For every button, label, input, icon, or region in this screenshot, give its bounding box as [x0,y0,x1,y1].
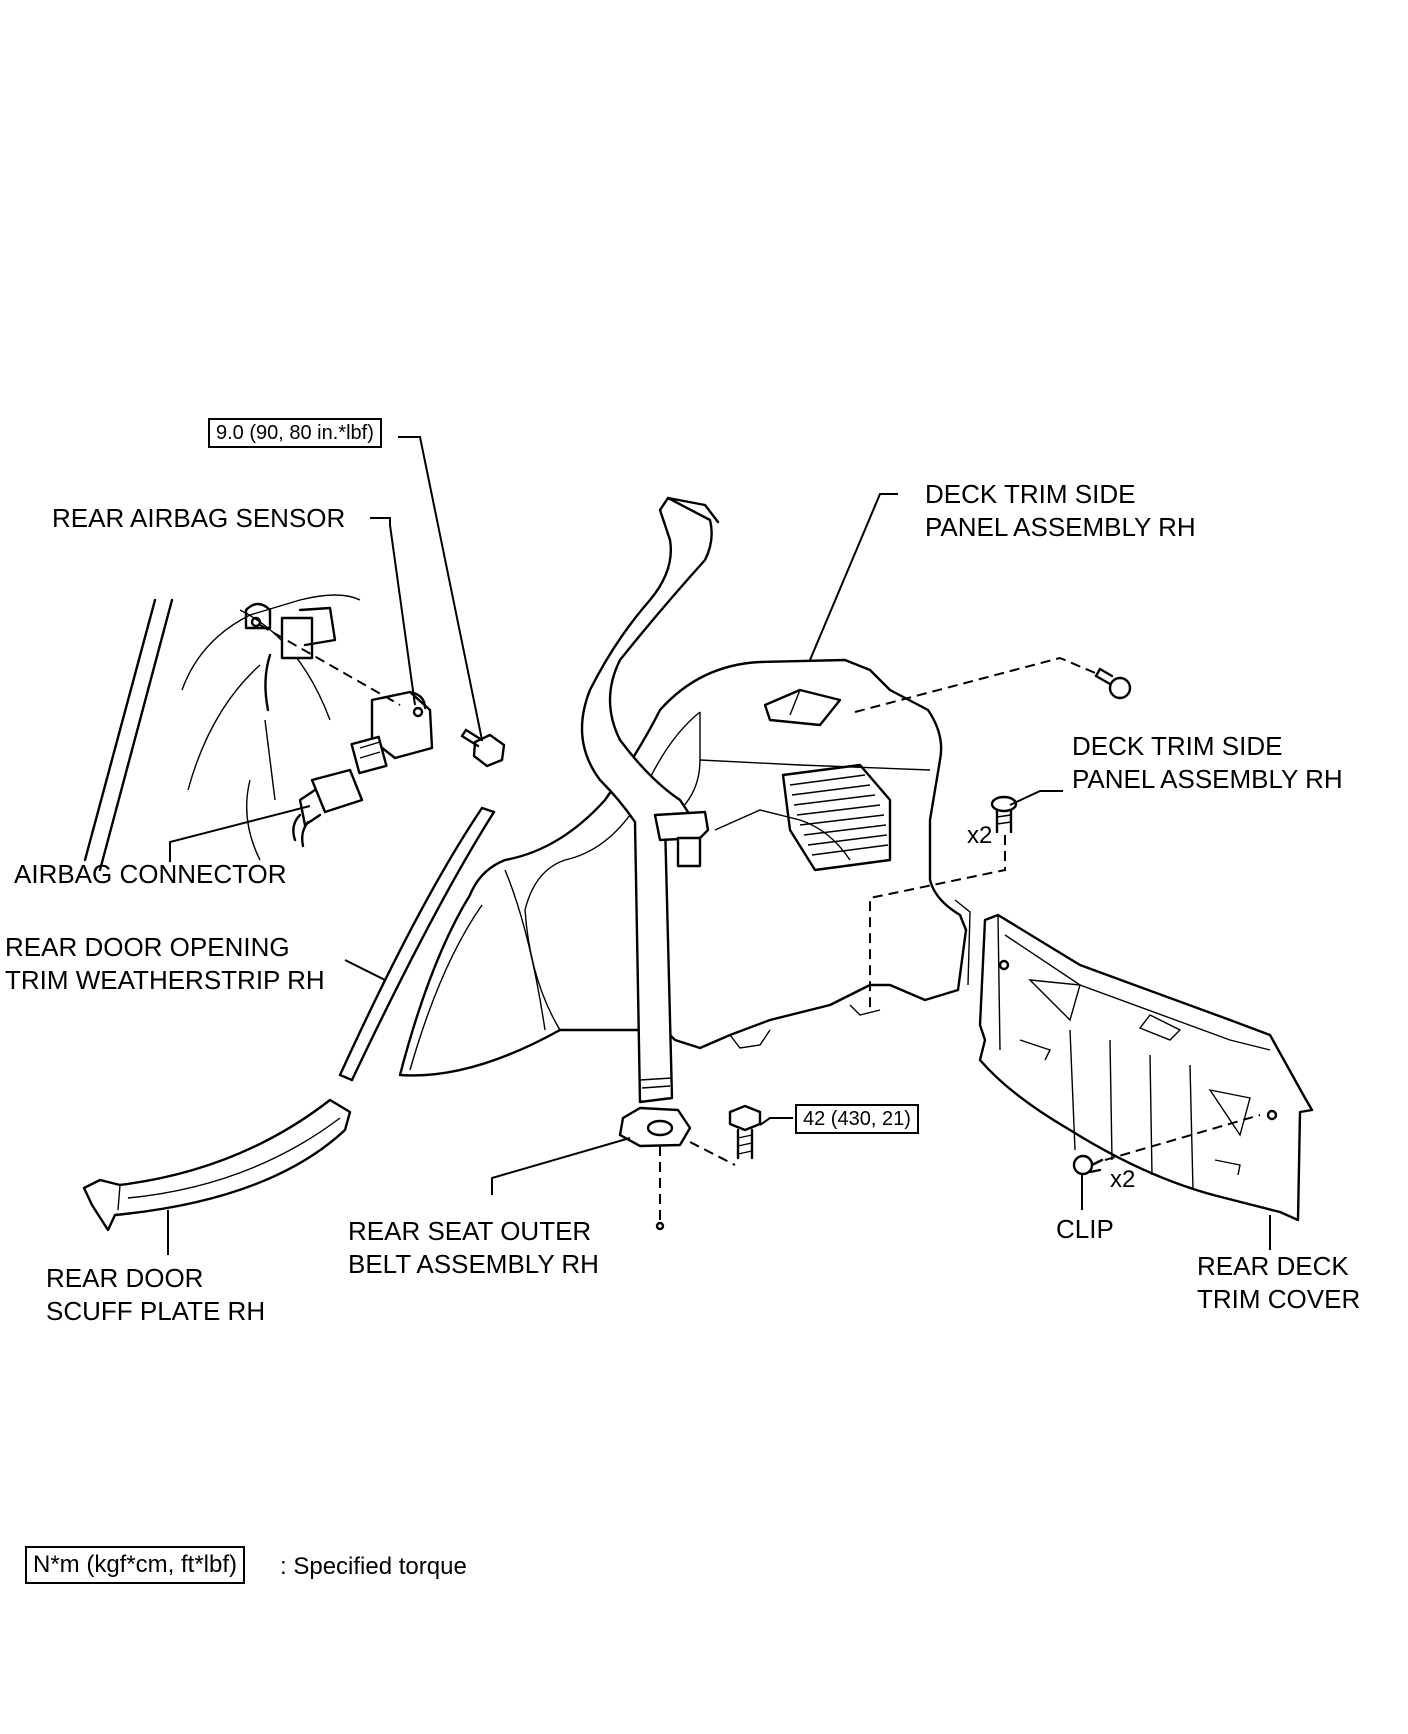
deck-trim-screw-upper [1094,667,1132,700]
label-airbag-connector: AIRBAG CONNECTOR [14,859,287,889]
torque-belt-bolt: 42 (430, 21) [795,1104,919,1134]
rear-airbag-sensor [350,690,434,775]
label-trim-cover-line2: TRIM COVER [1197,1284,1361,1314]
legend-description: : Specified torque [280,1553,467,1580]
rear-deck-trim-cover [978,913,1314,1222]
sensor-bolt [460,728,506,768]
deck-trim-side-panel [398,658,971,1077]
label-weatherstrip-line2: TRIM WEATHERSTRIP RH [5,965,325,995]
airbag-connector [292,768,364,848]
label-scuff-plate-line1: REAR DOOR [46,1263,204,1293]
label-clip: CLIP [1056,1214,1114,1244]
qty-clip: x2 [1110,1166,1136,1193]
label-rear-airbag-sensor: REAR AIRBAG SENSOR [52,503,346,533]
legend-torque-box: N*m (kgf*cm, ft*lbf) [25,1546,246,1584]
label-weatherstrip-line1: REAR DOOR OPENING [5,932,290,962]
belt-anchor-bolt [728,1104,762,1160]
rear-seat-outer-belt [580,496,720,1148]
torque-sensor-bolt: 9.0 (90, 80 in.*lbf) [208,418,382,448]
leader-lines [167,436,1271,1255]
rear-airbag-sensor-mounted [244,602,337,712]
qty-screw: x2 [967,822,993,849]
label-deck-trim-top-line1: DECK TRIM SIDE [925,479,1136,509]
speaker-grille [781,763,892,872]
label-deck-trim-top-line2: PANEL ASSEMBLY RH [925,512,1196,542]
label-scuff-plate-line2: SCUFF PLATE RH [46,1296,266,1326]
clip-part [1072,1154,1104,1176]
label-deck-trim-mid-line1: DECK TRIM SIDE [1072,731,1283,761]
label-trim-cover-line1: REAR DECK [1197,1251,1349,1281]
installation-dashed-lines [259,624,1261,1231]
rear-door-scuff-plate [82,1098,352,1232]
label-belt-line2: BELT ASSEMBLY RH [348,1249,599,1279]
door-opening-weatherstrip [338,806,496,1082]
deck-trim-screw-x2 [990,795,1018,834]
label-deck-trim-mid-line2: PANEL ASSEMBLY RH [1072,764,1343,794]
label-belt-line1: REAR SEAT OUTER [348,1216,592,1246]
